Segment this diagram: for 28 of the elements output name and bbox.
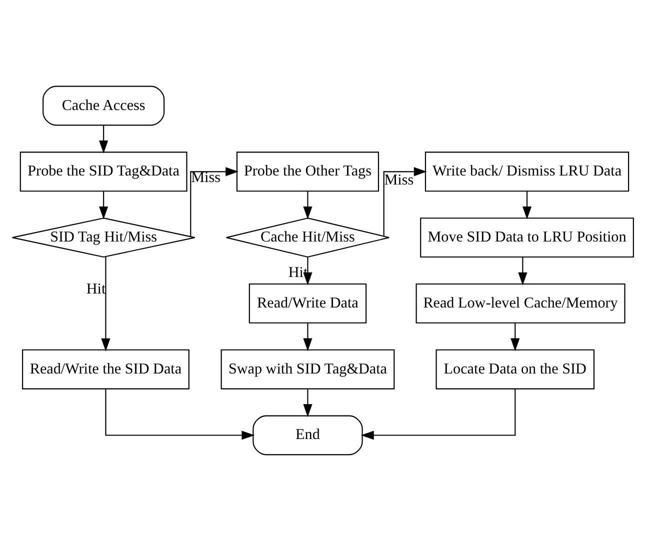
arrow [303,191,312,220]
arrow [190,167,239,236]
node-box: Move SID Data to LRU Position [420,218,634,258]
arrow [105,389,255,440]
edge-label: Miss [384,172,414,188]
node-box: Cache Access [42,86,165,126]
arrow [522,191,532,220]
arrow [303,323,312,352]
node-box: Probe the SID Tag&Data [20,152,188,192]
node-diamond: SID Tag Hit/Miss [12,218,196,258]
node-box: End [252,415,363,456]
node-box: Write back/ Dismiss LRU Data [424,152,630,192]
arrow [510,323,520,352]
arrow [99,126,108,154]
node-box: Locate Data on the SID [436,349,595,390]
node-box: Read/Write the SID Data [22,349,190,390]
arrow [383,167,427,236]
node-diamond: Cache Hit/Miss [226,218,390,258]
node-box: Read Low-level Cache/Memory [416,283,626,324]
node-box: Probe the Other Tags [236,152,380,192]
arrow [99,191,108,220]
edge-label: Miss [191,170,220,186]
arrow [303,389,312,418]
arrow [101,256,110,352]
arrow [360,389,516,440]
arrow [518,257,528,286]
node-box: Swap with SID Tag&Data [220,349,395,390]
node-box: Read/Write Data [248,283,367,324]
